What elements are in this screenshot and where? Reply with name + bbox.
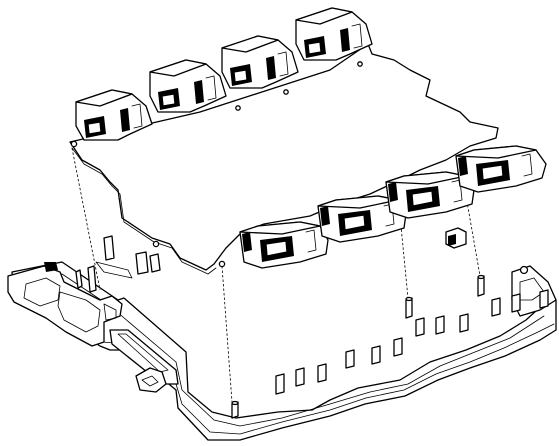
- module-top: [295, 7, 353, 25]
- base-right-hole: [519, 265, 529, 275]
- board-mount-hole: [218, 260, 226, 268]
- module-top: [455, 145, 537, 159]
- upper-module: [221, 35, 299, 89]
- module-top: [385, 171, 467, 185]
- upper-module-row: [75, 7, 373, 141]
- base-front-clip: [135, 367, 167, 393]
- module-port-inner: [265, 240, 288, 257]
- base-standoff-top: [231, 400, 239, 406]
- base-pin: [371, 345, 381, 365]
- base-pin: [539, 289, 549, 309]
- module-port-inner: [481, 164, 504, 181]
- module-latch: [388, 182, 398, 202]
- guide-line: [465, 195, 481, 277]
- module-top: [149, 59, 207, 77]
- base-left-compartment-3: [103, 303, 117, 321]
- board-mount-hole: [152, 240, 160, 248]
- board-mount-hole: [283, 89, 289, 95]
- module-ridge: [277, 51, 289, 77]
- base-pin: [491, 297, 501, 317]
- base-pin: [459, 313, 469, 333]
- clip-bracket: [95, 261, 133, 279]
- module-top: [75, 89, 133, 107]
- lower-module-row: [239, 145, 547, 269]
- module-top: [221, 35, 279, 53]
- module-ridge: [521, 153, 533, 177]
- module-ridge: [131, 103, 143, 129]
- base-front-clip-detail: [141, 375, 159, 387]
- module-ridge: [351, 23, 363, 49]
- board-edge: [71, 147, 217, 275]
- base-pin: [345, 349, 355, 369]
- base-left-compartment-1: [23, 277, 61, 307]
- base-standoff-top: [405, 296, 413, 302]
- clip-part: [135, 251, 149, 275]
- module-latch: [458, 156, 468, 176]
- base-left-compartment-2: [57, 291, 101, 333]
- base-standoff-top: [477, 274, 485, 280]
- lower-module: [239, 221, 329, 269]
- lower-module: [385, 171, 475, 219]
- module-latch: [120, 108, 130, 132]
- base-tray-body: [11, 261, 557, 441]
- module-top: [239, 221, 321, 235]
- lower-module: [317, 195, 407, 243]
- upper-module: [149, 59, 227, 113]
- base-pin: [435, 315, 445, 335]
- lower-module: [455, 145, 547, 193]
- module-latch: [320, 206, 330, 226]
- module-latch: [340, 28, 350, 52]
- base-housing: [7, 227, 557, 441]
- module-ridge: [451, 179, 463, 203]
- base-front-channel-inner: [117, 333, 169, 373]
- base-pin: [295, 367, 305, 387]
- clip-part: [149, 253, 161, 273]
- base-pin: [415, 317, 425, 337]
- board-mount-hole: [70, 140, 78, 148]
- module-latch: [242, 232, 252, 252]
- loose-clips: [95, 235, 161, 279]
- base-pin: [317, 363, 327, 383]
- module-port-inner: [87, 121, 102, 135]
- board-mount-hole: [235, 105, 241, 111]
- base-left-latch: [44, 262, 58, 272]
- base-left-post-2: [75, 269, 83, 289]
- module-port-inner: [161, 93, 176, 107]
- upper-module: [295, 7, 373, 61]
- guide-line: [399, 215, 409, 299]
- module-ridge: [383, 203, 395, 227]
- module-port-inner: [233, 69, 248, 83]
- upper-module: [75, 89, 153, 141]
- base-latch-clip-dark: [448, 234, 456, 246]
- base-pin-row: [275, 289, 549, 395]
- board-outline: [69, 43, 499, 271]
- module-ridge: [205, 75, 217, 101]
- module-port-inner: [411, 190, 434, 207]
- module-port-inner: [343, 214, 366, 231]
- base-left-post: [87, 265, 97, 293]
- base-pin: [275, 373, 285, 395]
- board-mount-hole: [357, 61, 363, 67]
- clip-part: [103, 235, 115, 261]
- module-latch: [266, 56, 276, 80]
- guide-line: [221, 265, 233, 403]
- base-inner-ledge: [21, 273, 545, 427]
- base-pin: [511, 293, 521, 313]
- guide-line: [71, 147, 101, 291]
- module-port-inner: [307, 41, 322, 55]
- assembly-guide-lines: [71, 147, 481, 403]
- module-latch: [194, 80, 204, 104]
- module-ridge: [305, 229, 317, 253]
- base-pin: [393, 337, 403, 357]
